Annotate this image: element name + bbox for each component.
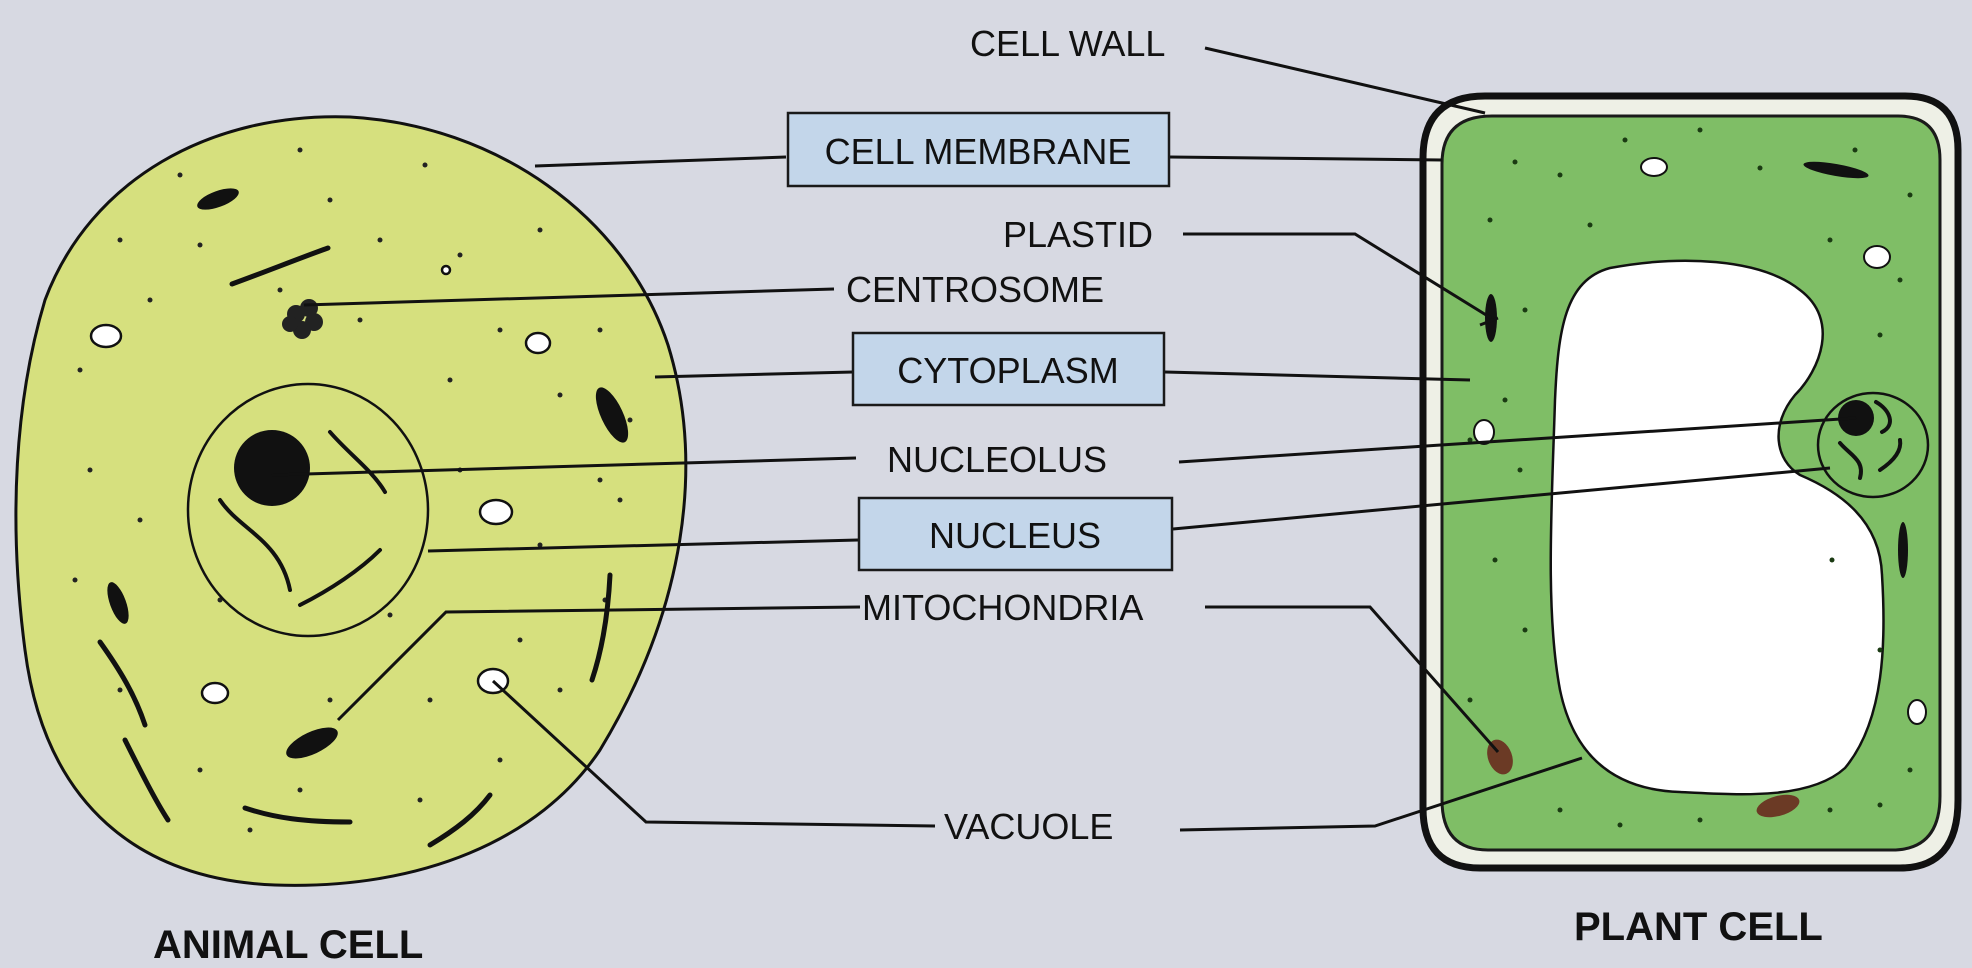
animal-cell — [16, 117, 686, 886]
animal-nucleus — [188, 384, 428, 636]
animal-cell-title: ANIMAL CELL — [153, 923, 423, 967]
animal-vacuole — [91, 325, 121, 347]
leader-cell-membrane-right — [1170, 157, 1442, 160]
cytoplasm-label: CYTOPLASM — [897, 350, 1118, 391]
mitochondria-label: MITOCHONDRIA — [862, 587, 1143, 628]
leader-cell-membrane-left — [535, 157, 786, 166]
animal-vacuole — [442, 266, 450, 274]
animal-vacuole — [526, 333, 550, 353]
cell-wall-label: CELL WALL — [970, 23, 1165, 64]
animal-vacuole — [202, 683, 228, 703]
vacuole-label: VACUOLE — [944, 806, 1113, 847]
plant-cell-title: PLANT CELL — [1574, 905, 1823, 949]
plant-nucleus — [1818, 393, 1928, 497]
animal-nucleolus — [234, 430, 310, 506]
animal-vacuole — [480, 500, 512, 524]
centrosome-label: CENTROSOME — [846, 269, 1104, 310]
leader-cell-wall — [1205, 48, 1485, 113]
plastid-label: PLASTID — [1003, 214, 1153, 255]
nucleolus-label: NUCLEOLUS — [887, 439, 1107, 480]
cell-membrane-label: CELL MEMBRANE — [825, 131, 1132, 172]
nucleus-label: NUCLEUS — [929, 515, 1101, 556]
leader-cytoplasm-left — [655, 372, 853, 377]
